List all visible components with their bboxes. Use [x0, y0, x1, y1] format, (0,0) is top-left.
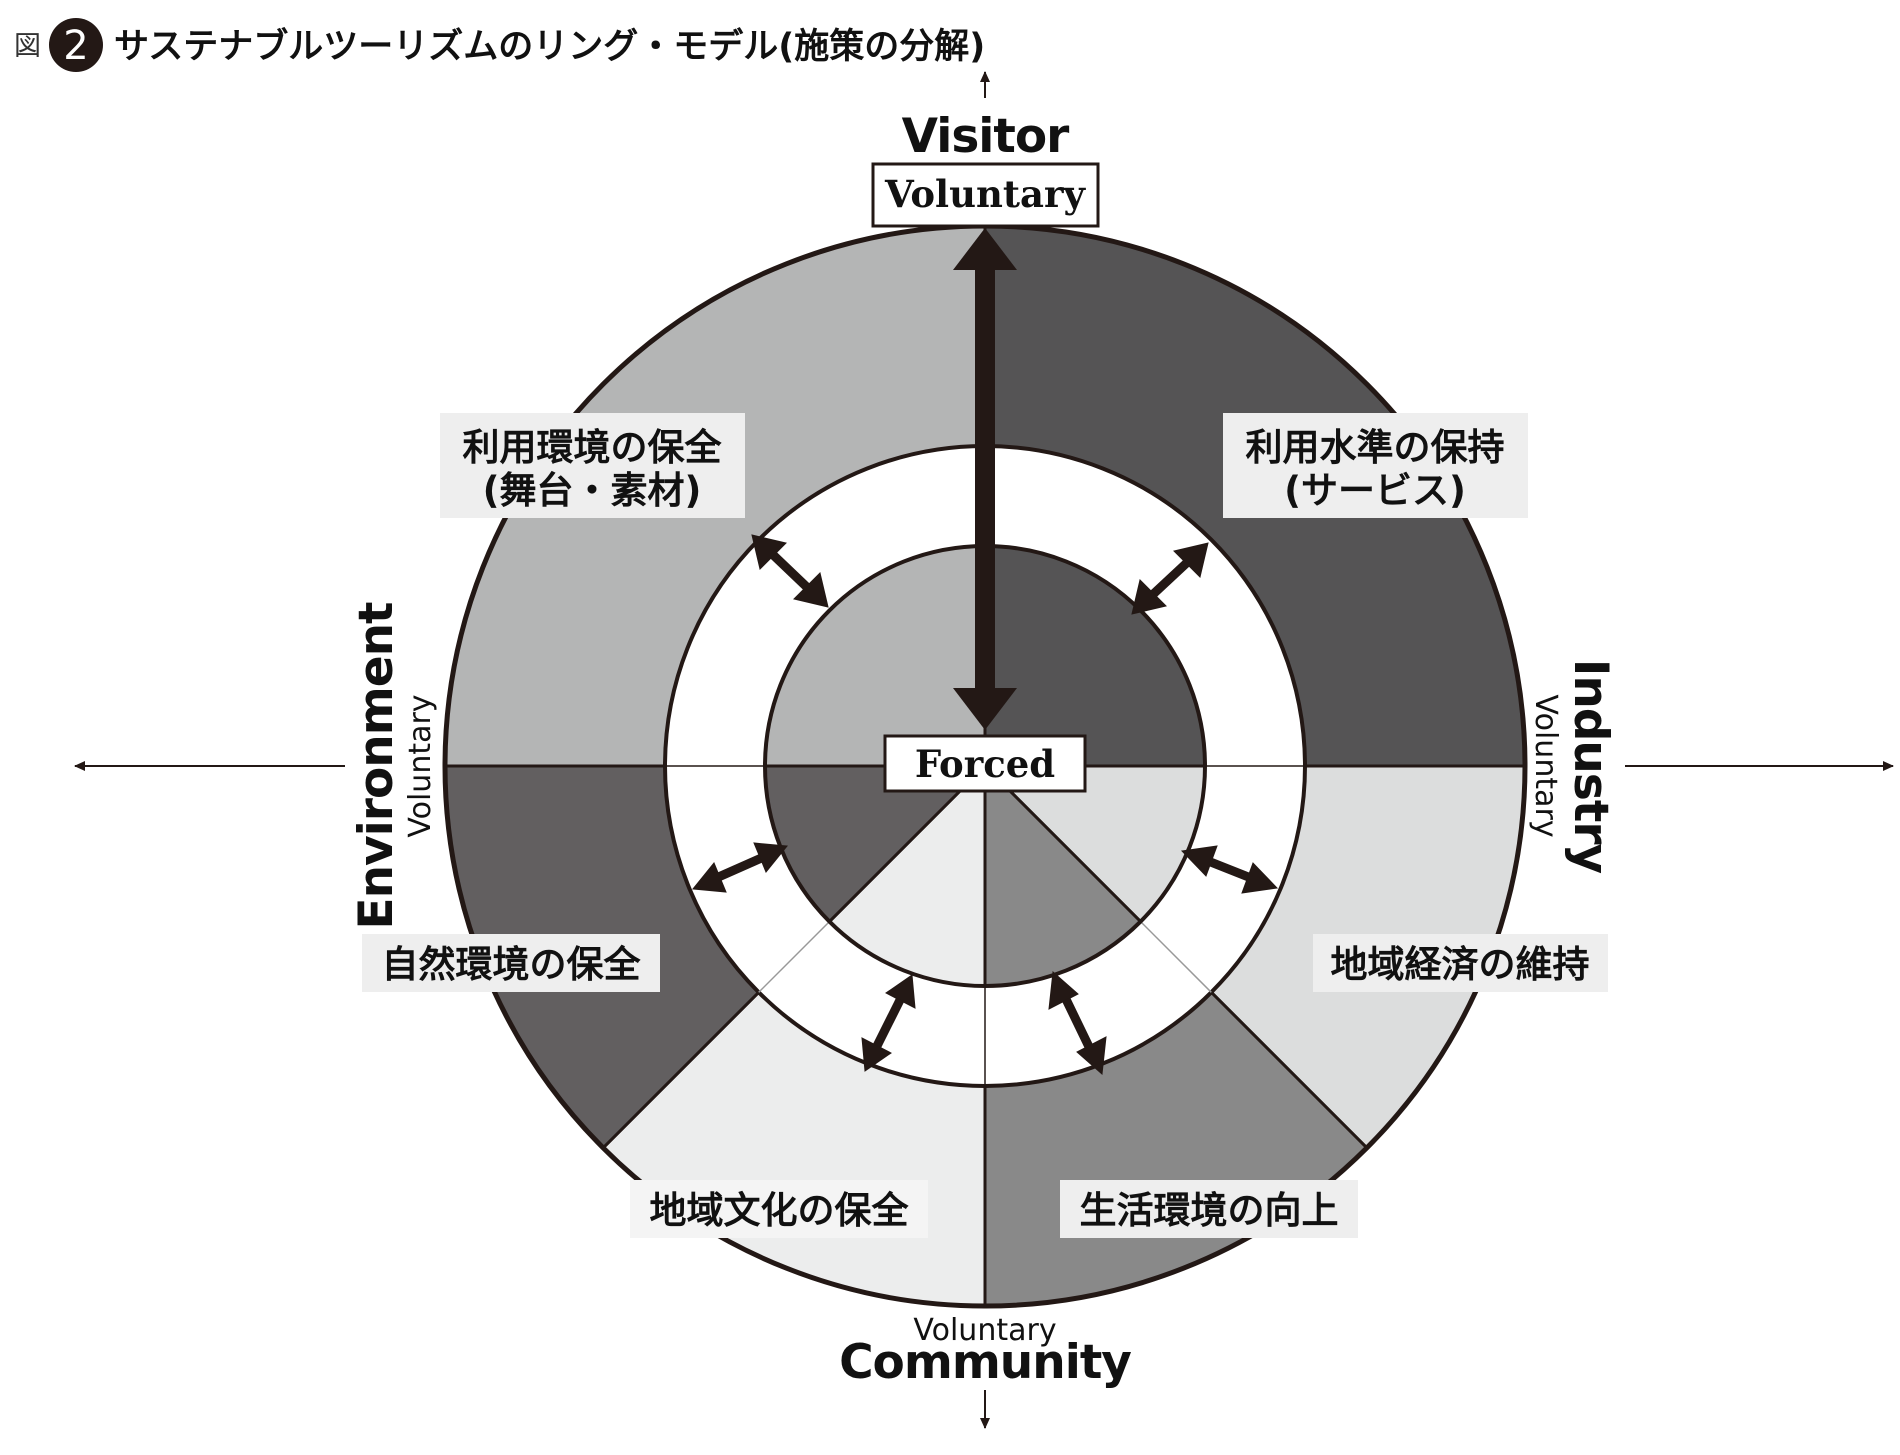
axis-community-voluntary: Voluntary: [913, 1313, 1056, 1348]
visitor-voluntary-label: Voluntary: [884, 172, 1086, 216]
label-box-top-left: [440, 413, 745, 518]
double-arrow-bottom-right: [1048, 970, 1107, 1076]
label-box-top-right: [1223, 413, 1528, 518]
double-arrow-bottom-left: [861, 974, 916, 1072]
segment-right-label: 地域経済の維持: [1331, 943, 1590, 986]
figure-title: 図 2 サステナブルツーリズムのリング・モデル(施策の分解): [14, 18, 985, 72]
figure-prefix: 図: [14, 31, 41, 62]
double-arrow-top-right: [1131, 542, 1209, 615]
forced-box: [883, 734, 1087, 793]
figure-number: 2: [63, 23, 88, 69]
label-box-bottom-right: [1060, 1180, 1358, 1238]
visitor-double-arrow: [953, 228, 1017, 730]
axis-industry-voluntary: Voluntary: [1528, 694, 1563, 837]
axis-environment-label: Environment: [349, 602, 404, 930]
segment-top-right-line2: (サービス): [1284, 469, 1466, 512]
segment-top-right-line1: 利用水準の保持: [1246, 426, 1505, 469]
axis-environment-voluntary: Voluntary: [403, 694, 438, 837]
axis-community-label: Community: [839, 1335, 1131, 1390]
double-arrow-right: [1180, 845, 1279, 894]
segment-top-left-line1: 利用環境の保全: [463, 426, 723, 469]
label-box-left: [362, 934, 660, 992]
segment-bottom-left-label: 地域文化の保全: [650, 1189, 910, 1232]
figure-number-badge: [49, 18, 103, 72]
segment-bottom-right-label: 生活環境の向上: [1080, 1189, 1339, 1232]
double-arrow-top-left: [751, 534, 829, 608]
visitor-voluntary-box: [871, 162, 1100, 228]
label-box-bottom-left: [630, 1180, 928, 1238]
forced-label: Forced: [915, 742, 1055, 786]
segment-left-label: 自然環境の保全: [382, 943, 642, 986]
axis-industry-label: Industry: [1563, 659, 1618, 874]
label-box-right: [1313, 934, 1608, 992]
ring-divider: [758, 921, 830, 993]
segment-top-left-line2: (舞台・素材): [483, 469, 702, 512]
figure-title-text: サステナブルツーリズムのリング・モデル(施策の分解): [114, 26, 985, 67]
axis-visitor-label: Visitor: [902, 109, 1071, 164]
ring-divider: [1140, 921, 1212, 993]
double-arrow-left: [692, 842, 788, 893]
